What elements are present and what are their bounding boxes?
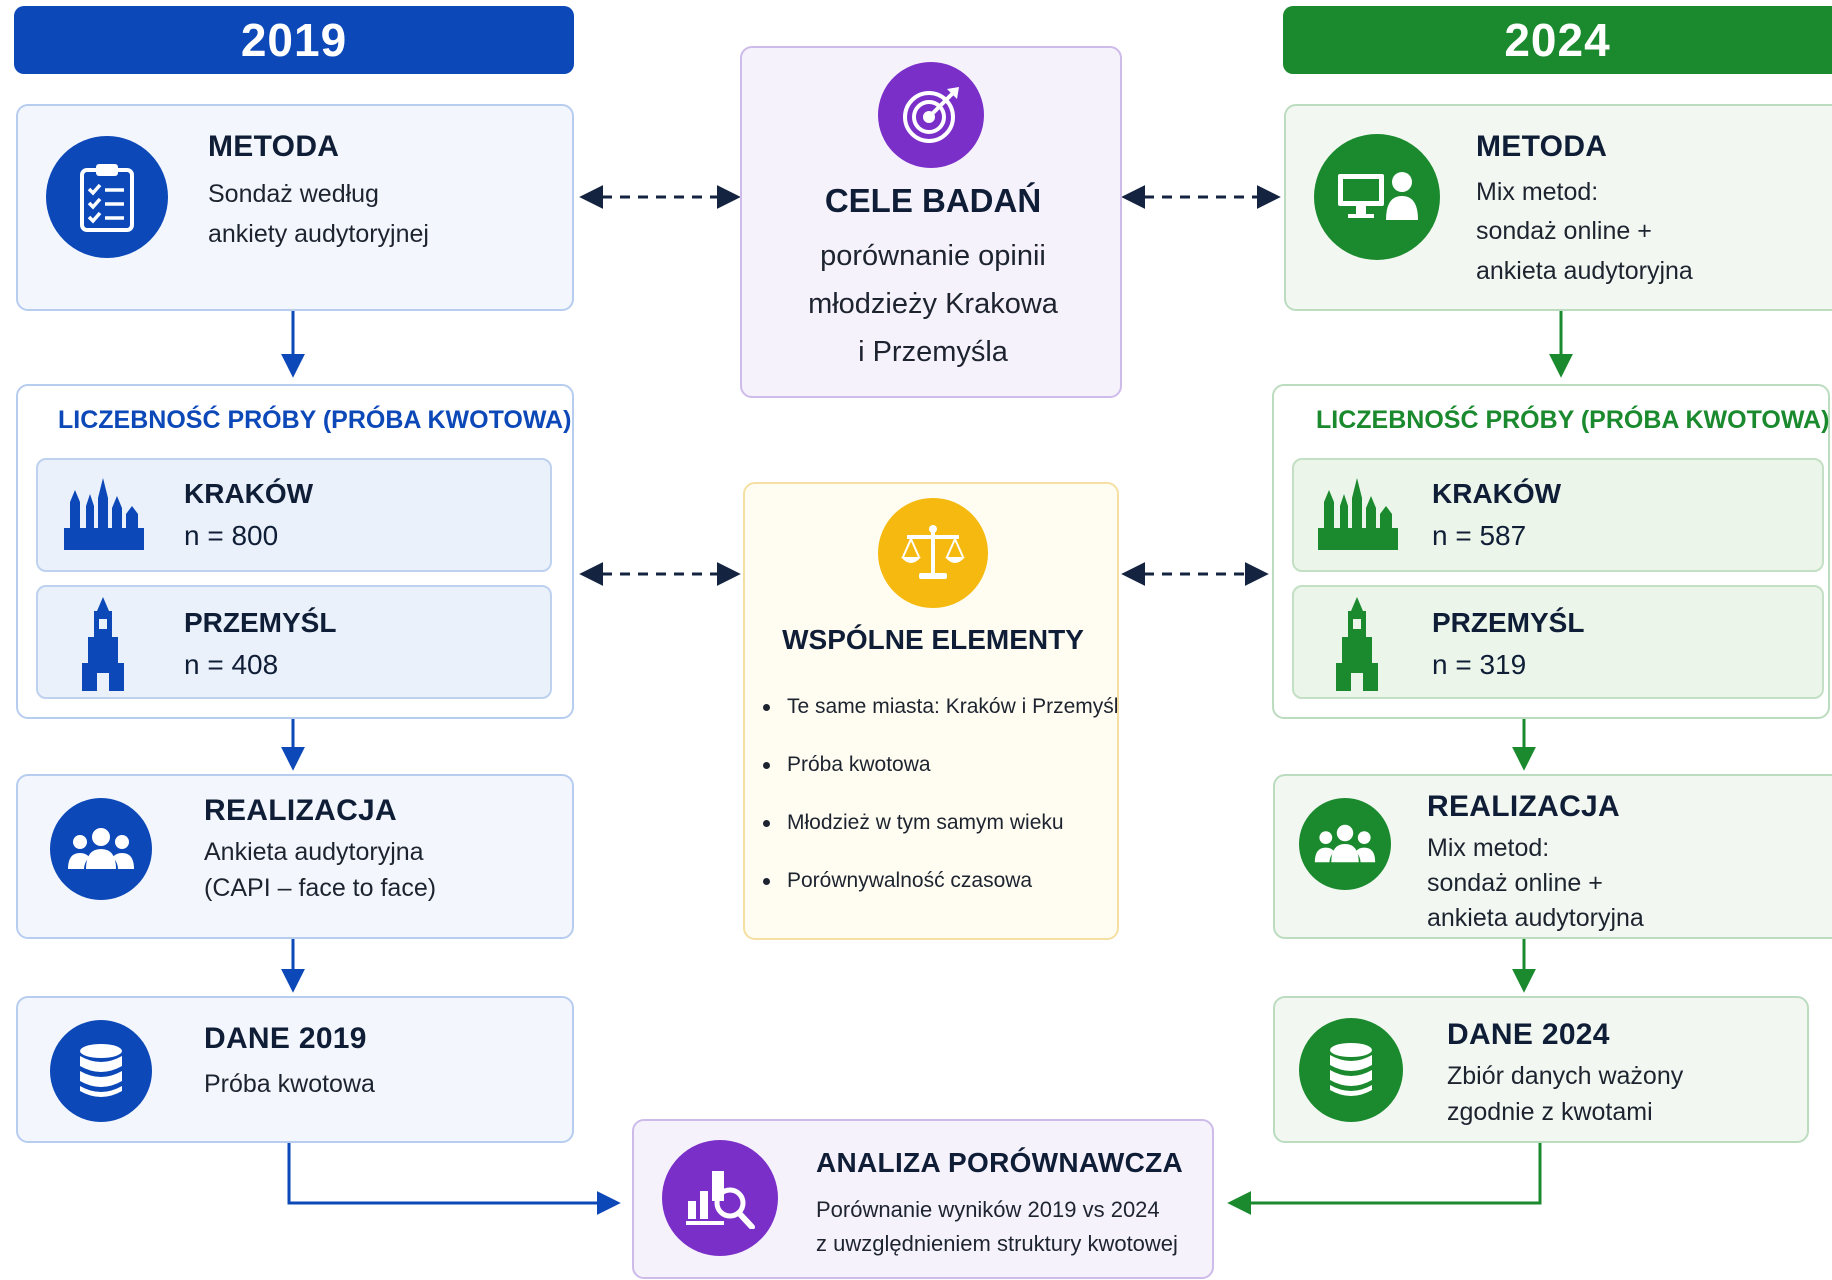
left-metoda-line-2: ankiety audytoryjnej [208, 220, 429, 248]
left-krakow-name: KRAKÓW [184, 478, 314, 509]
wspolne-title: WSPÓLNE ELEMENTY [782, 624, 1084, 655]
right-realizacja-line-3: ankieta audytoryjna [1427, 904, 1644, 932]
left-city-krakow: KRAKÓW n = 800 [36, 458, 552, 572]
chart-magnifier-icon [662, 1140, 778, 1256]
right-metoda-line-1: Mix metod: [1476, 178, 1599, 206]
year-header-2024: 2024 [1283, 6, 1832, 74]
year-label: 2024 [1504, 14, 1611, 66]
flow-arrow-right-dane-to-analiza [1227, 1143, 1542, 1215]
left-metoda-line-1: Sondaż według [208, 180, 379, 208]
cele-badan-card: CELE BADAŃ porównanie opinii młodzieży K… [740, 46, 1122, 398]
right-dane-line-1: Zbiór danych ważony [1447, 1062, 1684, 1090]
target-icon [878, 62, 984, 168]
people-group-icon [50, 798, 152, 900]
left-metoda-title: METODA [208, 130, 340, 163]
right-krakow-n: n = 587 [1432, 520, 1527, 551]
flow-arrow-left-dane-to-analiza [287, 1143, 621, 1215]
right-realizacja-title: REALIZACJA [1427, 790, 1621, 823]
left-przemysl-name: PRZEMYŚL [184, 607, 337, 638]
cele-line-3: i Przemyśla [858, 336, 1008, 368]
left-krakow-n: n = 800 [184, 520, 279, 551]
left-dane-title: DANE 2019 [204, 1022, 367, 1055]
right-dane-title: DANE 2024 [1447, 1018, 1610, 1051]
wspolne-item-4: Porównywalność czasowa [759, 866, 1118, 924]
left-sample-card: LICZEBNOŚĆ PRÓBY (PRÓBA KWOTOWA) KRAKÓW … [16, 384, 574, 719]
przemysl-tower-icon [78, 597, 128, 696]
right-realizacja-line-2: sondaż online + [1427, 869, 1603, 897]
left-sample-heading: LICZEBNOŚĆ PRÓBY (PRÓBA KWOTOWA) [58, 406, 572, 434]
right-metoda-card: METODA Mix metod: sondaż online + ankiet… [1284, 104, 1832, 311]
analiza-line-2: z uwzględnieniem struktury kwotowej [816, 1231, 1178, 1256]
right-sample-heading: LICZEBNOŚĆ PRÓBY (PRÓBA KWOTOWA) [1316, 406, 1830, 434]
right-metoda-line-3: ankieta audytoryjna [1476, 257, 1693, 285]
year-header-2019: 2019 [14, 6, 574, 74]
right-city-przemysl: PRZEMYŚL n = 319 [1292, 585, 1824, 699]
wspolne-elementy-card: WSPÓLNE ELEMENTY Te same miasta: Kraków … [743, 482, 1119, 940]
computer-and-person-icon [1314, 134, 1440, 260]
krakow-skyline-icon [1316, 478, 1400, 555]
analiza-line-1: Porównanie wyników 2019 vs 2024 [816, 1197, 1160, 1222]
wspolne-item-2: Próba kwotowa [759, 750, 1118, 808]
cele-line-1: porównanie opinii [820, 240, 1046, 272]
database-icon [50, 1020, 152, 1122]
left-przemysl-n: n = 408 [184, 649, 279, 680]
cele-title: CELE BADAŃ [824, 182, 1042, 219]
right-city-krakow: KRAKÓW n = 587 [1292, 458, 1824, 572]
wspolne-item-3: Młodzież w tym samym wieku [759, 808, 1118, 866]
right-metoda-line-2: sondaż online + [1476, 217, 1652, 245]
left-dane-line-1: Próba kwotowa [204, 1070, 375, 1098]
right-krakow-name: KRAKÓW [1432, 478, 1562, 509]
database-icon [1299, 1018, 1403, 1122]
analiza-title: ANALIZA PORÓWNAWCZA [816, 1147, 1184, 1178]
left-realizacja-title: REALIZACJA [204, 794, 398, 827]
left-metoda-card: METODA Sondaż według ankiety audytoryjne… [16, 104, 574, 311]
left-realizacja-card: REALIZACJA Ankieta audytoryjna (CAPI – f… [16, 774, 574, 939]
year-label: 2019 [240, 14, 348, 66]
right-realizacja-card: REALIZACJA Mix metod: sondaż online + an… [1273, 774, 1832, 939]
analiza-porownawcza-card: ANALIZA PORÓWNAWCZA Porównanie wyników 2… [632, 1119, 1214, 1279]
przemysl-tower-icon [1332, 597, 1382, 696]
krakow-skyline-icon [62, 478, 146, 555]
left-realizacja-line-2: (CAPI – face to face) [204, 874, 437, 902]
wspolne-list: Te same miasta: Kraków i Przemyśl Próba … [759, 692, 1118, 924]
right-metoda-title: METODA [1476, 130, 1608, 163]
scales-icon [878, 498, 988, 608]
right-sample-card: LICZEBNOŚĆ PRÓBY (PRÓBA KWOTOWA) KRAKÓW … [1272, 384, 1830, 719]
left-realizacja-line-1: Ankieta audytoryjna [204, 838, 424, 866]
people-group-icon [1299, 798, 1391, 890]
right-dane-card: DANE 2024 Zbiór danych ważony zgodnie z … [1273, 996, 1809, 1143]
cele-line-2: młodzieży Krakowa [808, 288, 1058, 320]
clipboard-checklist-icon [46, 136, 168, 258]
right-realizacja-line-1: Mix metod: [1427, 834, 1550, 862]
left-city-przemysl: PRZEMYŚL n = 408 [36, 585, 552, 699]
right-dane-line-2: zgodnie z kwotami [1447, 1098, 1653, 1126]
right-przemysl-n: n = 319 [1432, 649, 1527, 680]
right-przemysl-name: PRZEMYŚL [1432, 607, 1585, 638]
wspolne-item-1: Te same miasta: Kraków i Przemyśl [759, 692, 1118, 750]
left-dane-card: DANE 2019 Próba kwotowa [16, 996, 574, 1143]
